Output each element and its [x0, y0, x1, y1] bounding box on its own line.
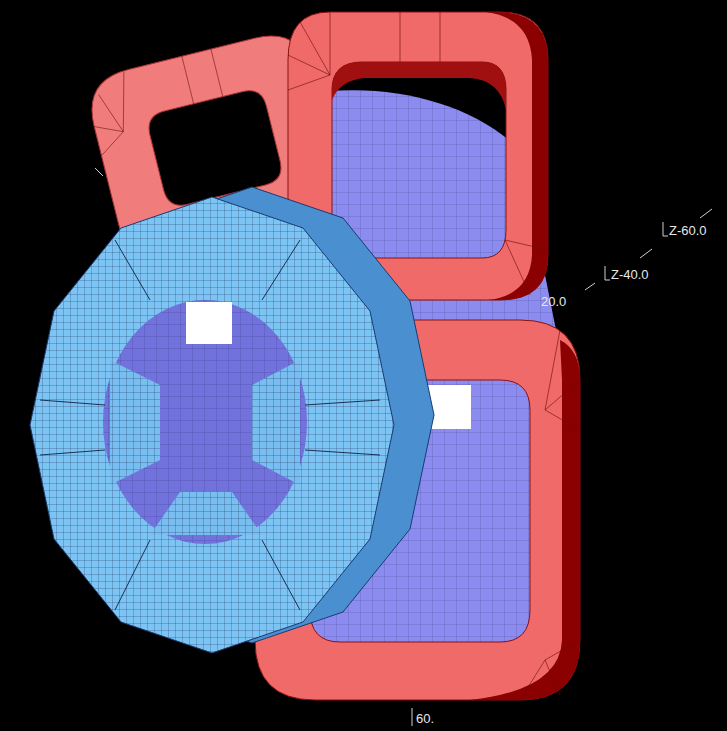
- axis-label-box: 60.: [416, 709, 434, 727]
- axis-label-box: Z-40.0: [611, 265, 649, 283]
- axis-label: 60.: [416, 711, 434, 726]
- axis-label-box: 20.0: [541, 292, 566, 310]
- axis-label: Z-60.0: [669, 223, 707, 238]
- axis-label: 20.0: [541, 294, 566, 309]
- end-ring: [30, 187, 434, 653]
- axis-label: Z-40.0: [611, 267, 649, 282]
- axis-label-box: Z-60.0: [669, 221, 707, 239]
